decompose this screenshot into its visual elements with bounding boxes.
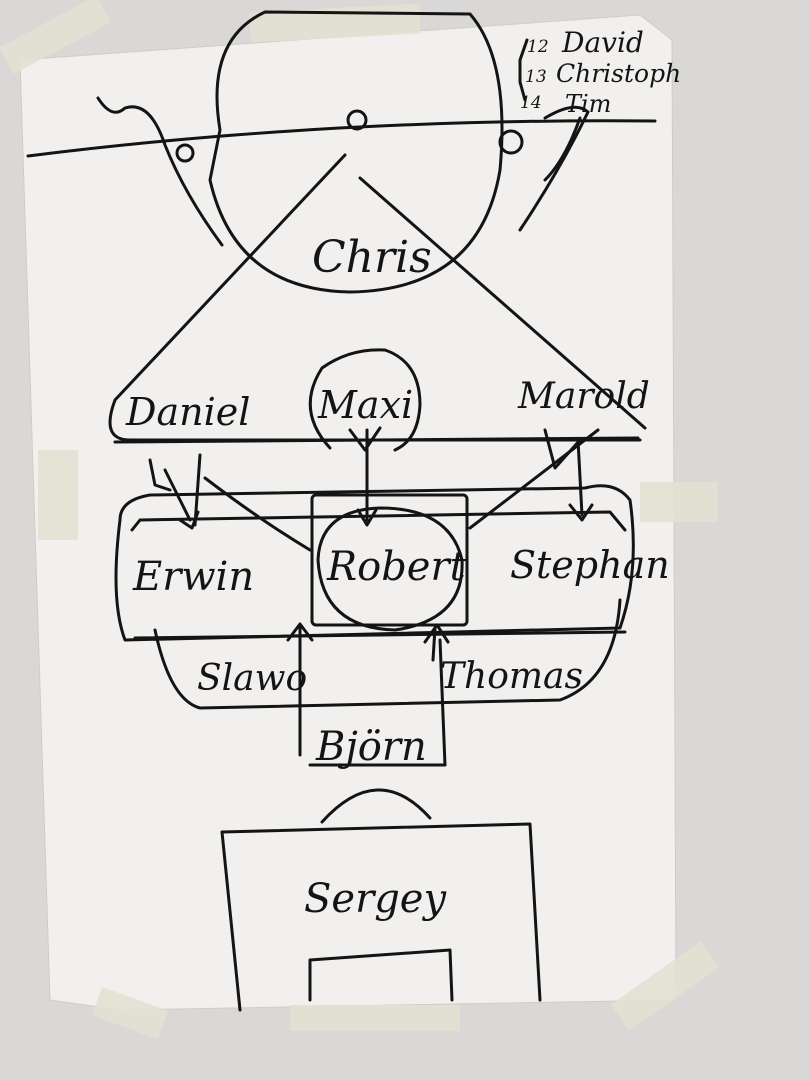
arrow-maxi-stub <box>348 426 382 452</box>
left-flank-stroke <box>96 96 224 247</box>
goalkeeper-label: Chris <box>312 232 432 283</box>
arrow-marold-stephan <box>568 438 594 522</box>
midfield-right-label: Stephan <box>510 543 670 587</box>
tape-strips <box>0 0 719 1039</box>
midfield-box <box>114 484 635 642</box>
defender-left-label: Daniel <box>125 390 250 434</box>
arrow-thomas-up <box>423 623 450 767</box>
robert-box <box>310 493 469 627</box>
midfield-center-label: Robert <box>326 544 467 590</box>
arrow-daniel-stub <box>148 458 172 492</box>
defender-center-label: Maxi <box>317 383 413 427</box>
defense-line <box>113 436 640 444</box>
roster-number-13: 13 <box>525 67 547 87</box>
attack-box <box>153 598 622 710</box>
defender-right-label: Marold <box>517 376 650 417</box>
roster-name-christoph: Christoph <box>556 59 681 88</box>
midfield-left-label: Erwin <box>132 554 254 600</box>
attack-line <box>133 630 627 640</box>
defense-triangle <box>108 153 647 442</box>
striker-label: Björn <box>315 724 427 770</box>
roster-name-david: David <box>561 26 644 59</box>
keeper-bottom-label: Sergey <box>304 876 447 922</box>
goal-arc <box>320 788 432 824</box>
six-yard-box <box>308 948 454 1002</box>
right-flank-stroke <box>518 105 590 232</box>
mark-circle-right <box>498 129 524 155</box>
arrow-slawo-up <box>286 622 314 757</box>
penalty-circle <box>208 10 504 294</box>
midfield-box-inner <box>130 510 627 532</box>
arrow-marold-robert <box>468 428 600 530</box>
mark-circle-left <box>175 143 195 163</box>
ink-lines <box>26 10 657 1012</box>
goal-area <box>220 822 542 1012</box>
robert-circle <box>316 506 464 632</box>
arrow-marold-stub <box>543 428 582 470</box>
arrow-daniel-erwin-2 <box>193 453 202 527</box>
roster-list: 12 David 13 Christoph 14 Tim <box>520 26 681 118</box>
roster-name-tim: Tim <box>565 90 611 118</box>
attacking-right-label: Thomas <box>440 656 583 697</box>
roster-number-14: 14 <box>520 93 542 113</box>
roster-bracket <box>518 38 529 102</box>
roster-number-12: 12 <box>527 37 549 57</box>
right-flank-stroke-2 <box>543 116 582 182</box>
goal-line <box>26 119 657 158</box>
mark-circle-center <box>346 109 368 131</box>
attacking-left-label: Slawo <box>197 658 307 699</box>
maxi-circle <box>308 348 422 452</box>
